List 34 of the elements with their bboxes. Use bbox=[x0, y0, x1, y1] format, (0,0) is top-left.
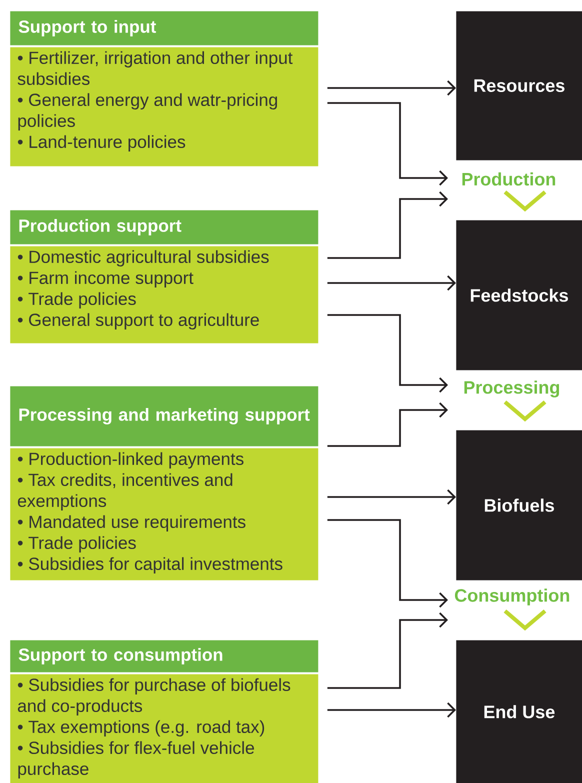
node-label: • Production-linked payments bbox=[18, 452, 244, 469]
arrow bbox=[327, 702, 456, 718]
list-box: • Domestic agricultural subsidies • Farm income support • Trade policies • General support to agriculture bbox=[10, 246, 318, 344]
list-box: • Production-linked payments • Tax credits, incentives and exemptions • Mandated use requirements • Trade policies • Subsidies for capital investments bbox=[10, 448, 318, 580]
arrow bbox=[327, 489, 456, 505]
node-label: • Subsidies for capital investments bbox=[18, 557, 282, 574]
arrow bbox=[327, 314, 448, 393]
list-box: • Subsidies for purchase of biofuels and co-products • Tax exemptions (e.g. road tax) • Subsidies for flex-fuel vehicle purchase bbox=[10, 674, 318, 783]
arrow bbox=[327, 191, 448, 259]
node-label: • Domestic agricultural subsidies bbox=[18, 250, 269, 267]
stage-box: Feedstocks bbox=[456, 220, 582, 370]
node-label: • Trade policies bbox=[18, 536, 136, 553]
arrow bbox=[327, 102, 448, 186]
heading-box: Support to consumption bbox=[10, 640, 318, 672]
node-label: • Farm income support bbox=[18, 271, 194, 288]
node-label: • Tax credits, incentives and exemptions bbox=[18, 473, 232, 511]
stage-label: Production bbox=[462, 172, 556, 186]
stage-box: Biofuels bbox=[456, 430, 582, 580]
heading-box: Support to input bbox=[10, 11, 318, 46]
stage-label: Consumption bbox=[454, 588, 570, 606]
arrow bbox=[327, 612, 448, 689]
arrow bbox=[327, 519, 448, 608]
stage-label: Processing bbox=[464, 380, 560, 398]
heading-box: Production support bbox=[10, 210, 318, 244]
arrow bbox=[327, 275, 456, 291]
heading-box: Processing and marketing support bbox=[10, 386, 318, 446]
node-label: • Trade policies bbox=[18, 292, 136, 309]
node-label: • Mandated use requirements bbox=[18, 515, 246, 532]
arrow bbox=[327, 402, 448, 447]
list-box: • Fertilizer, irrigation and other input subsidies • General energy and watr-pricing policies • Land-tenure policies bbox=[10, 47, 318, 166]
arrow bbox=[327, 80, 456, 96]
stage-box: Resources bbox=[456, 11, 582, 160]
node-label: • General support to agriculture bbox=[18, 313, 259, 330]
stage-box: End Use bbox=[456, 640, 582, 783]
